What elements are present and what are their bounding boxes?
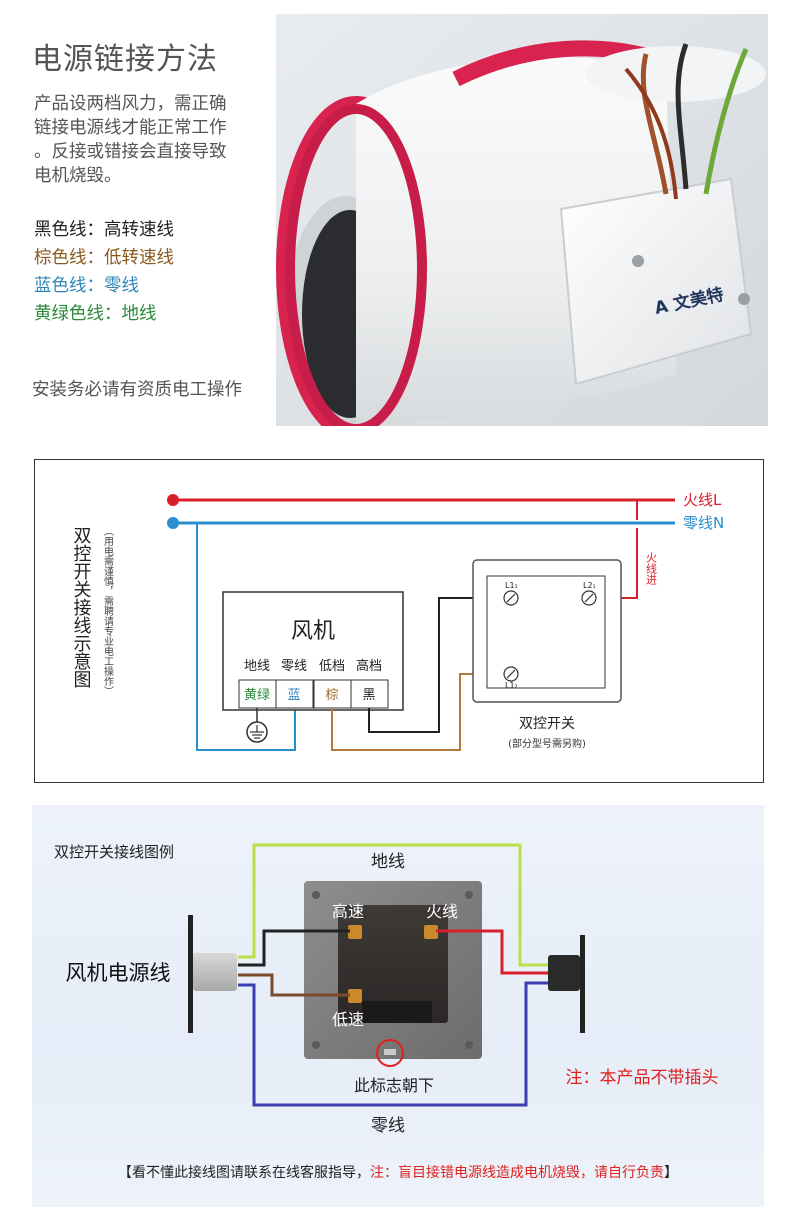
live-in-label: 火线进 bbox=[645, 552, 658, 585]
svg-text:棕: 棕 bbox=[325, 688, 338, 703]
fan-header-neutral: 零线 bbox=[281, 659, 307, 674]
legend-black-wire: 黑色线：高转速线 bbox=[34, 220, 174, 240]
svg-text:L1₂: L1₂ bbox=[505, 681, 518, 690]
terminal-low-speed bbox=[348, 989, 362, 1003]
switch-label: 双控开关 bbox=[519, 716, 575, 732]
black-high-wire bbox=[238, 929, 350, 967]
orientation-marker-icon bbox=[376, 1039, 404, 1067]
svg-text:L2₁: L2₁ bbox=[583, 581, 596, 590]
orientation-note: 此标志朝下 bbox=[354, 1076, 434, 1095]
fan-header-ground: 地线 bbox=[244, 659, 270, 674]
dual-switch-wiring-example: 双控开关接线图例 地线 零线 风机电源线 高速 火线 bbox=[32, 805, 764, 1207]
fan-cable-sheath bbox=[193, 953, 237, 991]
wiring-method-section: 电源链接方法 产品设两档风力，需正确 链接电源线才能正常工作 。反接或错接会直接… bbox=[0, 0, 790, 440]
footer-warning: 【看不懂此接线图请联系在线客服指导，注：盲目接错电源线造成电机烧毁，请自行负责】 bbox=[118, 1164, 678, 1181]
right-mount-bar bbox=[580, 935, 585, 1033]
left-mount-bar bbox=[188, 915, 193, 1033]
legend-blue-wire: 蓝色线：零线 bbox=[34, 276, 139, 296]
install-note: 安装务必请有资质电工操作 bbox=[32, 380, 242, 400]
terminal-high-speed bbox=[348, 925, 362, 939]
neutral-label-example: 零线 bbox=[371, 1116, 405, 1136]
power-cable-sheath bbox=[548, 955, 580, 991]
neutral-terminal-dot bbox=[167, 517, 179, 529]
product-description: 产品设两档风力，需正确 链接电源线才能正常工作 。反接或错接会直接导致 电机烧毁… bbox=[34, 94, 227, 186]
ground-wire bbox=[238, 843, 548, 967]
svg-text:蓝: 蓝 bbox=[287, 688, 300, 703]
legend-brown-wire: 棕色线：低转速线 bbox=[34, 248, 174, 268]
section-title: 电源链接方法 bbox=[32, 42, 218, 77]
fan-title: 风机 bbox=[291, 619, 335, 644]
neutral-to-fan-wire bbox=[196, 523, 296, 751]
high-speed-label: 高速 bbox=[332, 902, 364, 921]
ground-label: 地线 bbox=[371, 852, 405, 872]
plug-note: 注：本产品不带插头 bbox=[566, 1068, 719, 1088]
legend-green-wire: 黄绿色线：地线 bbox=[34, 304, 157, 324]
live-terminal-dot bbox=[167, 494, 179, 506]
svg-text:黄绿: 黄绿 bbox=[244, 688, 270, 703]
neutral-wire-example bbox=[238, 981, 548, 1107]
example-title: 双控开关接线图例 bbox=[54, 843, 174, 861]
schematic-svg: 双控开关接线示意图 （用电需谨慎，需聘请专业电工操作） 火线L 零线N 火线进 … bbox=[71, 491, 724, 751]
brown-low-wire bbox=[238, 973, 350, 997]
svg-text:L1₁: L1₁ bbox=[505, 581, 518, 590]
terminal-high bbox=[350, 679, 389, 709]
dual-switch-schematic: 双控开关接线示意图 （用电需谨慎，需聘请专业电工操作） 火线L 零线N 火线进 … bbox=[34, 459, 764, 783]
neutral-label: 零线N bbox=[683, 514, 724, 532]
terminal-low bbox=[313, 679, 352, 709]
live-label-example: 火线 bbox=[426, 902, 458, 921]
switch-core bbox=[338, 905, 448, 1023]
terminal-neutral bbox=[275, 679, 314, 709]
wire-color-legend: 黑色线：高转速线 棕色线：低转速线 蓝色线：零线 黄绿色线：地线 bbox=[34, 216, 174, 328]
terminal-ground bbox=[238, 679, 277, 709]
svg-text:黑: 黑 bbox=[362, 688, 375, 703]
schematic-vertical-title: 双控开关接线示意图 bbox=[71, 526, 92, 688]
high-speed-wire bbox=[368, 597, 500, 733]
wiring-example-svg: 双控开关接线图例 地线 零线 风机电源线 高速 火线 bbox=[54, 843, 719, 1181]
low-speed-label: 低速 bbox=[332, 1010, 364, 1029]
switch-note: (部分型号需另购) bbox=[508, 737, 586, 750]
live-label: 火线L bbox=[683, 491, 722, 509]
terminal-live bbox=[424, 925, 438, 939]
switch-clip bbox=[362, 1001, 432, 1023]
fan-header-high: 高档 bbox=[356, 658, 382, 674]
fan-product-image: A 文美特 bbox=[276, 14, 768, 426]
schematic-vertical-note: （用电需谨慎，需聘请专业电工操作） bbox=[102, 526, 114, 696]
fan-header-low: 低档 bbox=[319, 659, 345, 674]
red-live-wire bbox=[436, 929, 548, 975]
fan-cable-label: 风机电源线 bbox=[66, 961, 171, 985]
